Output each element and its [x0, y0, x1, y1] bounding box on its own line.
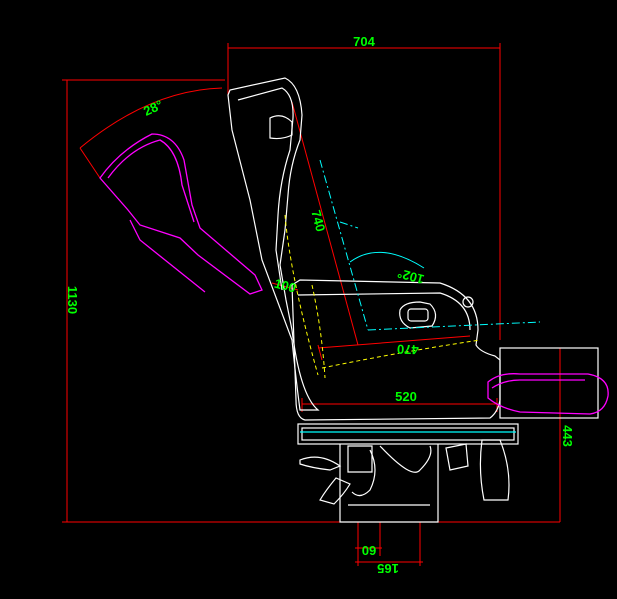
dim-443: 443 — [560, 425, 575, 447]
dim-520: 520 — [395, 389, 417, 404]
hidden-lines — [284, 214, 481, 379]
dim-28-deg: 28° — [141, 97, 165, 119]
dim-100: 100 — [273, 276, 298, 296]
center-lines — [319, 159, 541, 331]
dim-704: 704 — [353, 34, 375, 49]
reclined-back-outline — [99, 133, 609, 415]
dimension-lines — [62, 43, 598, 566]
dim-470: 470 — [397, 342, 419, 358]
dim-60: 60 — [362, 543, 376, 558]
dim-740: 740 — [308, 208, 328, 233]
dimension-labels: 704 1130 28° 740 102° 100 470 520 443 60… — [65, 34, 575, 576]
dim-1130: 1130 — [65, 286, 80, 314]
seat-outline — [227, 77, 599, 523]
dim-102-deg: 102° — [396, 266, 426, 287]
dim-165: 165 — [377, 561, 399, 576]
